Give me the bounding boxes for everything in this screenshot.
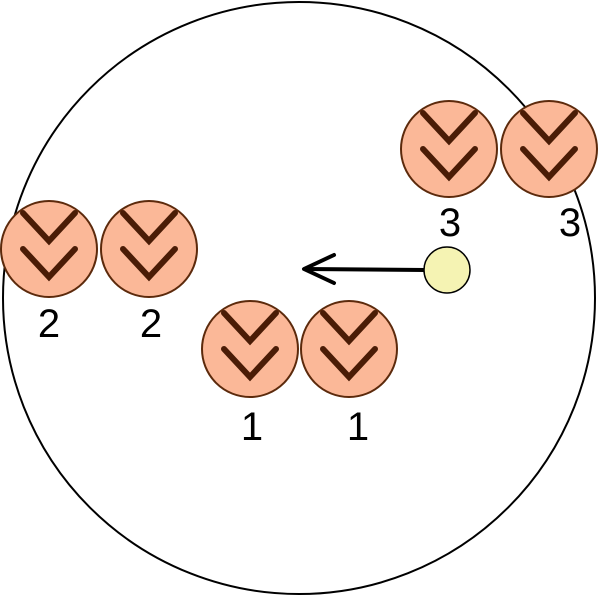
double-chevron-down-icon <box>500 100 598 198</box>
chevron-down-icon-upper <box>120 210 178 246</box>
chevron-down-icon-upper <box>420 110 478 146</box>
token-group-2: 2 2 <box>0 200 198 346</box>
token-group-1: 1 1 <box>201 300 398 449</box>
token-label: 3 <box>439 201 461 245</box>
double-chevron-down-icon <box>300 300 398 398</box>
token-circle <box>400 100 498 198</box>
token-label: 1 <box>347 405 369 449</box>
double-chevron-down-icon <box>0 200 98 298</box>
token-circle <box>201 300 299 398</box>
token-label: 3 <box>559 201 581 245</box>
token-circle <box>500 100 598 198</box>
chevron-down-icon-lower <box>320 346 378 382</box>
double-chevron-down-icon <box>400 100 498 198</box>
arrow-head <box>302 253 336 285</box>
chevron-down-icon-lower <box>420 146 478 182</box>
arrow-left-icon <box>302 253 427 285</box>
chevron-down-icon-lower <box>221 346 279 382</box>
chevron-down-icon-upper <box>520 110 578 146</box>
chevron-down-icon-upper <box>320 310 378 346</box>
double-chevron-down-icon <box>201 300 299 398</box>
token-group-3: 3 3 <box>400 100 598 245</box>
token-circle <box>0 200 98 298</box>
circle-icon <box>423 246 471 294</box>
token-label: 2 <box>140 302 162 346</box>
arrow-shaft <box>304 267 427 272</box>
token-label: 2 <box>38 302 60 346</box>
chevron-down-icon-lower <box>20 246 78 282</box>
chevron-down-icon-lower <box>520 146 578 182</box>
chevron-down-icon-upper <box>221 310 279 346</box>
token-circle <box>300 300 398 398</box>
chevron-down-icon-lower <box>120 246 178 282</box>
double-chevron-down-icon <box>100 200 198 298</box>
token-circle <box>100 200 198 298</box>
chevron-down-icon-upper <box>20 210 78 246</box>
token-label: 1 <box>241 405 263 449</box>
